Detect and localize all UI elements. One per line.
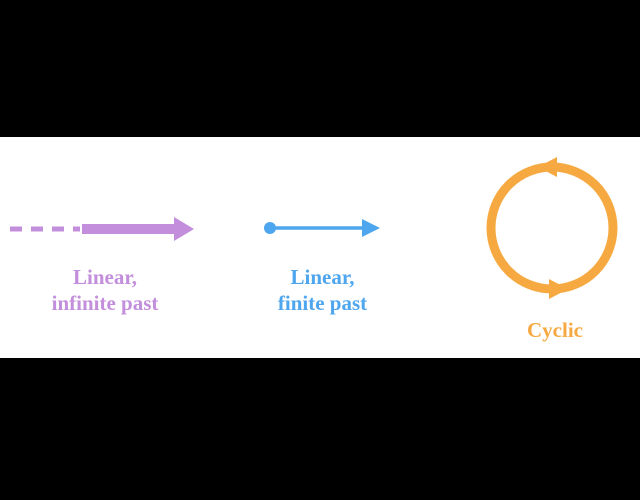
linear-finite-label-line1: Linear, [290,265,355,289]
linear-infinite-label-line1: Linear, [73,265,137,289]
arrow-head [362,219,380,237]
cyclic-ring [486,157,618,299]
linear-finite-arrow [264,219,380,237]
ring [486,162,618,294]
linear-finite-label-line2: finite past [277,291,368,315]
cyclic-label: Cyclic [485,317,625,343]
arrow-head-bottom [549,279,568,299]
linear-infinite-label: Linear, infinite past [20,264,190,316]
arrow-head [174,217,194,241]
cyclic-label-line1: Cyclic [527,318,583,342]
linear-infinite-label-line2: infinite past [51,291,159,315]
linear-infinite-arrow [10,217,194,241]
arrow-head-top [538,157,557,177]
linear-finite-label: Linear, finite past [240,264,405,316]
